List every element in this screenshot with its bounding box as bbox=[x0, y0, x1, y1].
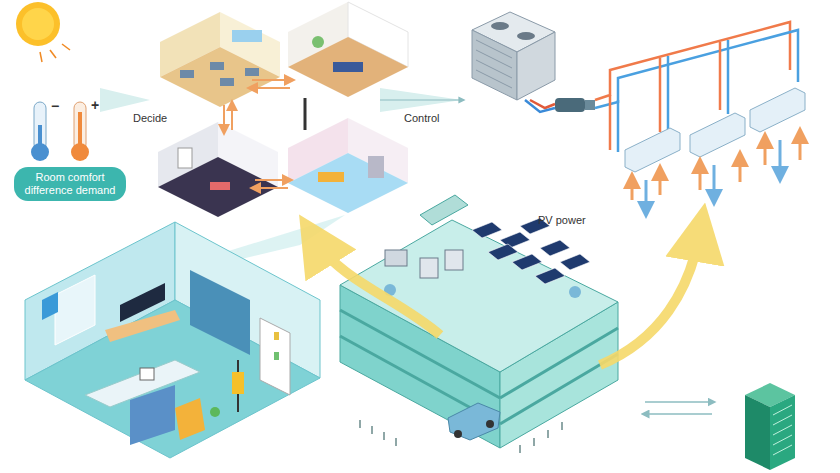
room-dark bbox=[158, 122, 278, 217]
yellow-arrow bbox=[315, 240, 440, 335]
label-text: Control bbox=[404, 112, 439, 124]
label-text: PV power bbox=[538, 214, 586, 226]
label-text: − bbox=[51, 98, 59, 114]
room-meeting bbox=[288, 2, 408, 97]
building bbox=[340, 195, 618, 448]
control-arrow bbox=[380, 88, 462, 112]
room-detail bbox=[25, 222, 320, 458]
decide-arrow bbox=[100, 88, 150, 112]
exchange-arrows bbox=[645, 402, 712, 414]
label-text: + bbox=[91, 97, 99, 113]
indoor-units bbox=[625, 88, 805, 172]
car bbox=[448, 403, 500, 440]
demand-pill: Room comfort difference demand bbox=[14, 167, 126, 201]
label-text: Decide bbox=[133, 112, 167, 124]
room-blue bbox=[288, 118, 408, 213]
node-text: Room comfort difference demand bbox=[22, 171, 118, 197]
yellow-arrow bbox=[600, 232, 700, 365]
room-office bbox=[160, 12, 280, 107]
airflow-arrows bbox=[632, 135, 800, 210]
bollards bbox=[360, 420, 562, 453]
server-rack bbox=[745, 383, 795, 470]
room-exchange-arrows bbox=[224, 80, 305, 188]
sun bbox=[16, 2, 70, 62]
thermometers bbox=[31, 102, 89, 161]
pump bbox=[555, 98, 595, 112]
chiller bbox=[472, 12, 555, 100]
